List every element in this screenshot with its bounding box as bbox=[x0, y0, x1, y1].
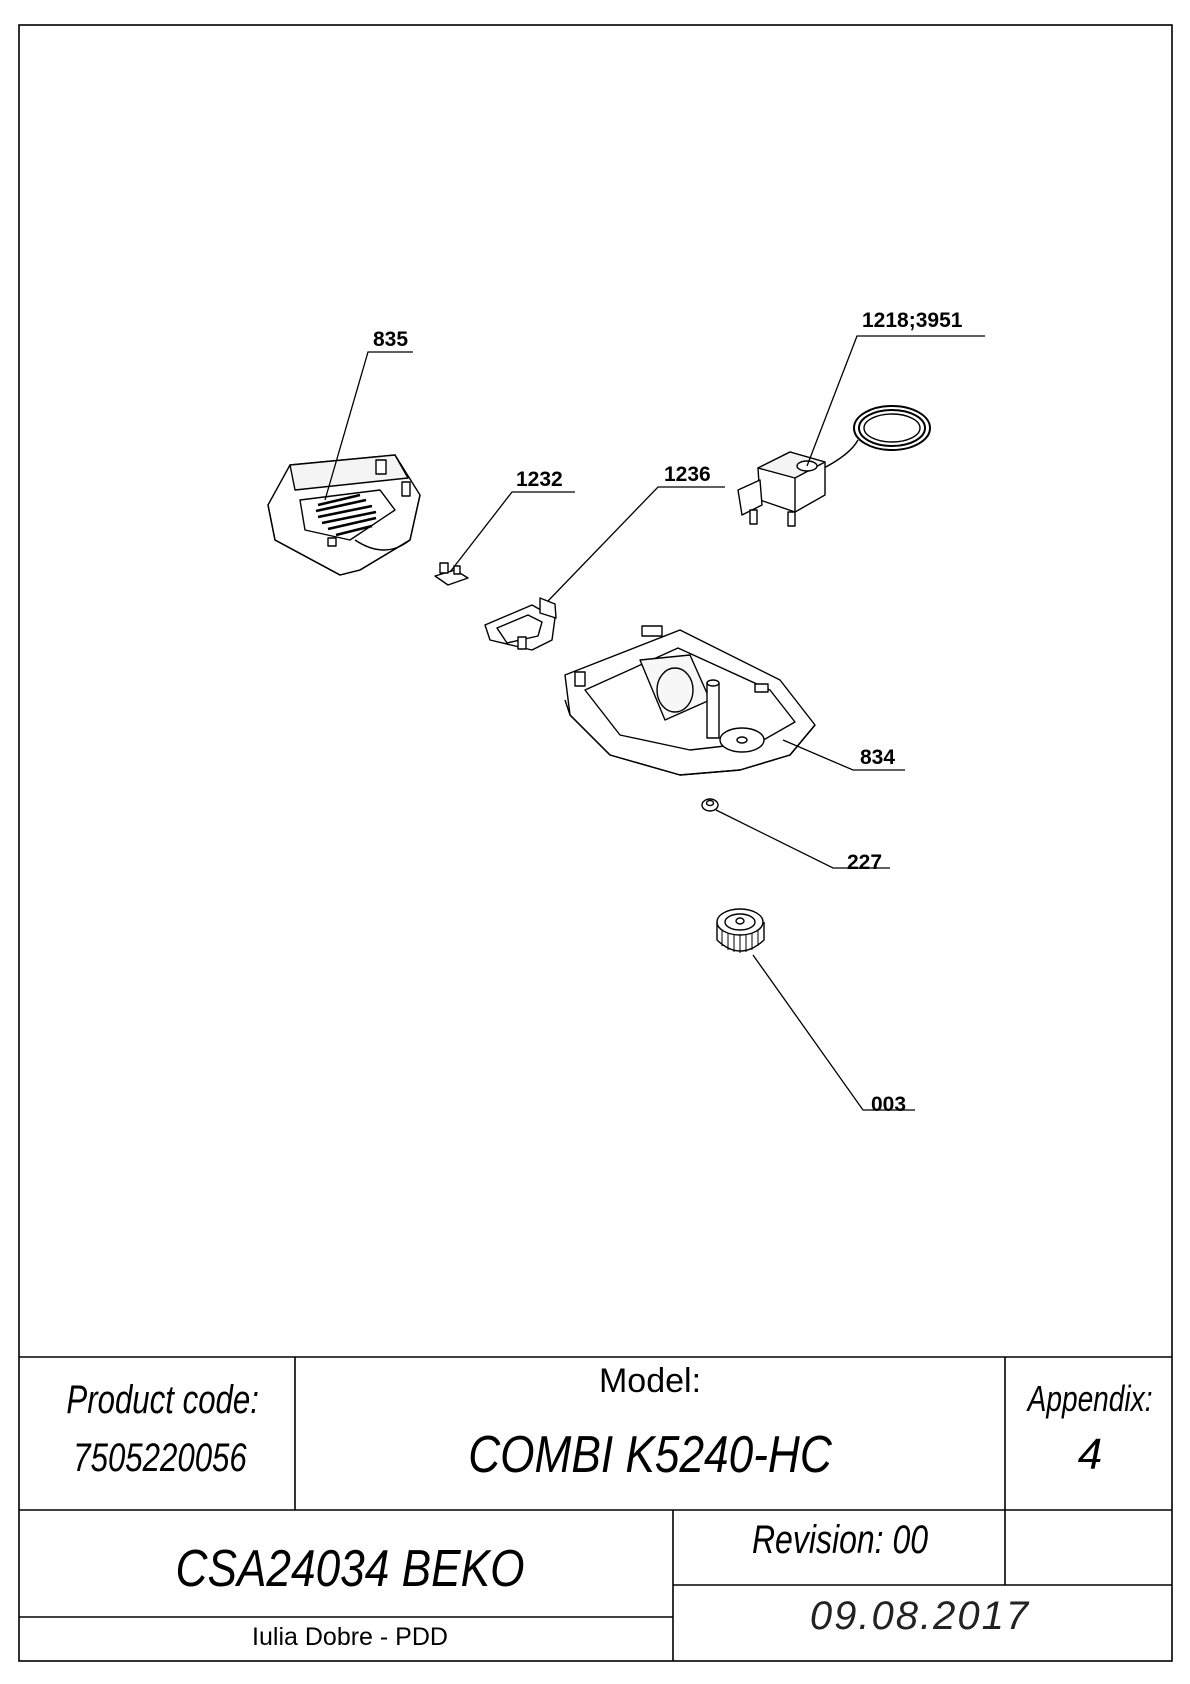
callout-1218: 1218;3951 bbox=[862, 309, 963, 332]
leader-lines bbox=[324, 335, 985, 1111]
callout-003: 003 bbox=[871, 1093, 906, 1116]
leader-835 bbox=[324, 351, 413, 501]
date: 09.08.2017 bbox=[809, 1594, 1031, 1638]
appendix-label: Appendix: bbox=[1027, 1378, 1153, 1419]
product-code-value: 7505220056 bbox=[73, 1436, 247, 1480]
callout-834: 834 bbox=[860, 746, 895, 769]
part-834-drawing bbox=[564, 625, 816, 776]
sheet-frame bbox=[18, 24, 1173, 1662]
product-code-label: Product code: bbox=[66, 1378, 259, 1422]
model-label: Model: bbox=[598, 1362, 702, 1400]
leader-003 bbox=[752, 954, 915, 1111]
leader-1236 bbox=[547, 486, 725, 602]
callout-1232: 1232 bbox=[516, 468, 563, 491]
part-003-drawing bbox=[716, 908, 765, 953]
part-1236-drawing bbox=[484, 597, 557, 651]
callout-1236: 1236 bbox=[664, 463, 711, 486]
part-1218-drawing bbox=[737, 405, 931, 527]
callout-227: 227 bbox=[847, 851, 882, 874]
callout-835: 835 bbox=[373, 328, 408, 351]
author: Iulia Dobre - PDD bbox=[252, 1623, 448, 1651]
document-code: CSA24034 BEKO bbox=[175, 1540, 525, 1598]
title-block-grid bbox=[19, 1356, 1172, 1661]
leader-227 bbox=[715, 809, 890, 869]
part-835-drawing bbox=[267, 454, 421, 576]
revision: Revision: 00 bbox=[751, 1518, 929, 1562]
appendix-value: 4 bbox=[1077, 1430, 1103, 1479]
leader-1232 bbox=[449, 491, 575, 573]
model-value: COMBI K5240-HC bbox=[468, 1426, 832, 1484]
leader-834 bbox=[782, 739, 905, 771]
part-227-drawing bbox=[701, 798, 719, 812]
part-1232-drawing bbox=[434, 562, 469, 586]
leader-1218 bbox=[806, 335, 985, 467]
